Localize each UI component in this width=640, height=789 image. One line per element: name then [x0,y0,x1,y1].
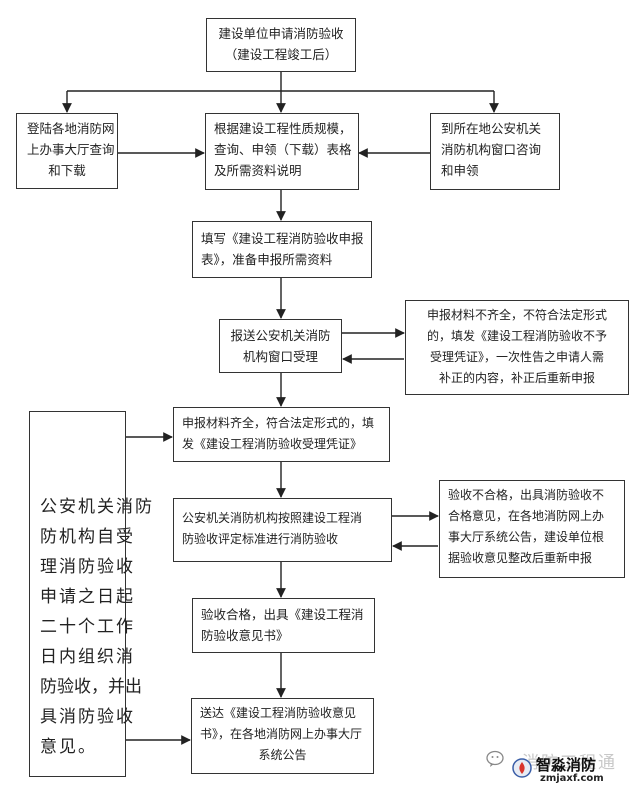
node-inspect: 公安机关消防机构按照建设工程消 防验收评定标准进行消防验收 [173,498,392,562]
node-apply: 建设单位申请消防验收 （建设工程竣工后） [206,18,356,72]
watermark-ghost-text: 消防工程通 [522,753,617,773]
node-deliver: 送达《建设工程消防验收意见 书》，在各地消防网上办事大厅 系统公告 [191,698,374,774]
node-window: 到所在地公安机关 消防机构窗口咨询 和申领 [430,113,560,190]
watermark-brand-name: 智淼消防 [536,756,597,774]
node-submit: 报送公安机关消防 机构窗口受理 [219,319,342,373]
node-reject: 申报材料不齐全，不符合法定形式 的，填发《建设工程消防验收不予 受理凭证》，一次… [405,300,629,395]
node-accept: 申报材料齐全，符合法定形式的，填 发《建设工程消防验收受理凭证》 [173,407,390,462]
node-fail: 验收不合格，出具消防验收不 合格意见，在各地消防网上办 事大厅系统公告，建设单位… [439,480,625,578]
watermark: 消防工程通 智淼消防 zmjaxf.com [478,748,638,788]
node-online: 登陆各地消防网 上办事大厅查询 和下载 [16,113,118,189]
node-pass: 验收合格，出具《建设工程消 防验收意见书》 [192,598,375,653]
node-prepare: 根据建设工程性质规模， 查询、申领（下载）表格 及所需资料说明 [205,113,359,190]
node-fill: 填写《建设工程消防验收申报 表》，准备申报所需资料 [192,221,372,278]
brand-logo-icon [512,758,532,778]
watermark-url: zmjaxf.com [540,773,604,784]
node-timelimit: 公安机关消防 防机构自受 理消防验收 申请之日起 二十个工作 日内组织消 防验收… [29,411,152,777]
wechat-icon [486,750,504,767]
